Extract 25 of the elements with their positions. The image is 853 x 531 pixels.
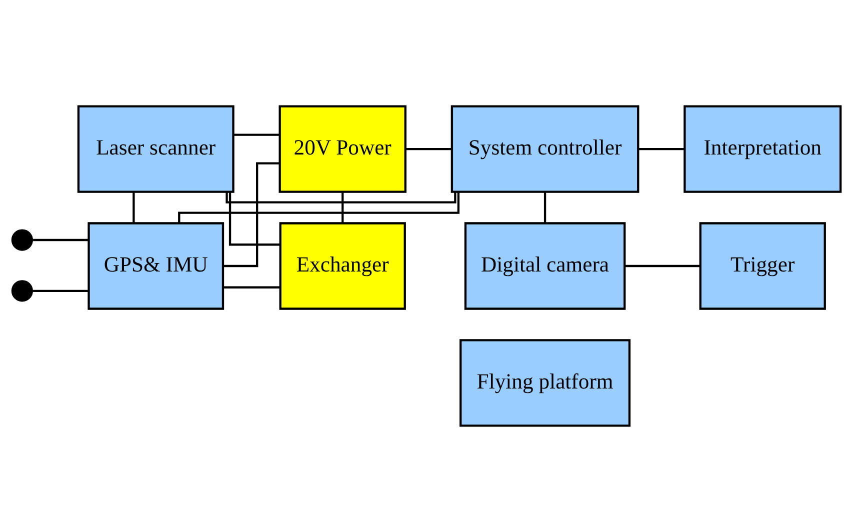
node-box: Trigger (699, 222, 826, 310)
connector (223, 162, 280, 267)
node-box: Digital camera (464, 222, 626, 310)
node-box: Flying platform (460, 338, 631, 426)
node-box: Exchanger (279, 222, 406, 310)
node-box: Interpretation (684, 104, 842, 192)
connector (32, 238, 89, 241)
node-box: 20V Power (278, 104, 406, 192)
connector (223, 286, 280, 288)
connector (233, 133, 280, 136)
node-box: GPS& IMU (88, 222, 224, 310)
connector (228, 192, 280, 246)
node-box: System controller (450, 104, 640, 192)
node-circle (11, 228, 33, 250)
connector (132, 191, 135, 223)
connector (32, 289, 89, 292)
node-box: Laser scanner (77, 104, 234, 192)
connector (226, 192, 456, 203)
connector (544, 191, 546, 223)
node-circle (11, 280, 33, 302)
connector (178, 191, 460, 223)
connector (342, 191, 344, 223)
connector (624, 264, 700, 267)
connector (406, 148, 452, 150)
connector (638, 148, 685, 150)
